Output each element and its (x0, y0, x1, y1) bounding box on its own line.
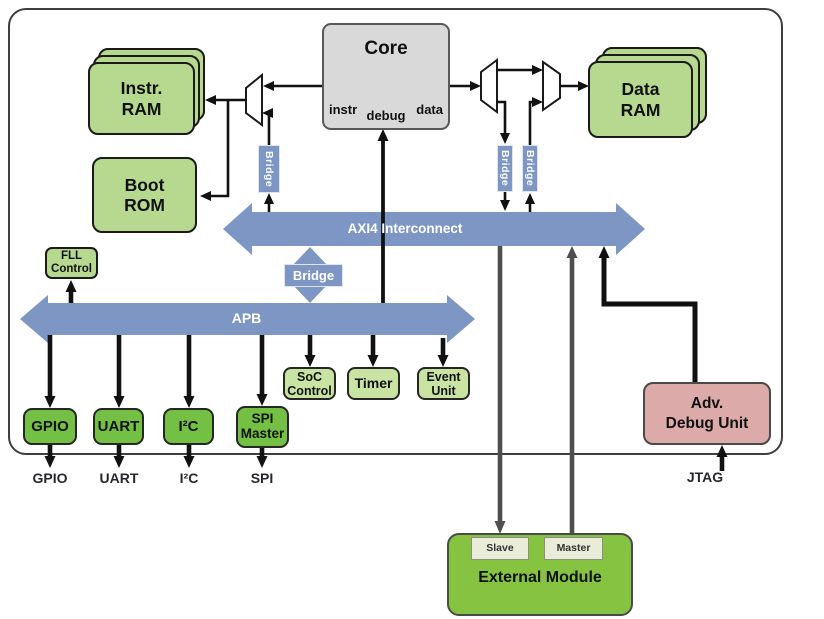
data-ram-block: Data RAM (588, 61, 693, 138)
gpio-block: GPIO (23, 408, 77, 445)
fll-label-line1: FLL (60, 249, 83, 262)
arrow-slave-down (494, 521, 506, 534)
apb-bus-arrow (20, 295, 475, 343)
arrow-uart-down (113, 396, 125, 408)
axi4-bus-arrow (223, 203, 645, 255)
arrow-bridge0-mux (262, 108, 273, 118)
arrow-event-down (437, 355, 449, 367)
arrow-uart-pin (113, 456, 125, 468)
boot-rom-block: Boot ROM (92, 157, 197, 233)
arrow-bridge0-up (264, 193, 274, 204)
instr-ram-label-line2: RAM (121, 98, 162, 119)
arrow-spi-down (256, 394, 268, 406)
pin-label-uart: UART (99, 470, 139, 486)
core-port-instr: instr (329, 102, 358, 117)
instr-ram-block: Instr. RAM (88, 62, 195, 135)
instr-mux (245, 72, 263, 127)
event-label-line2: Unit (431, 383, 456, 398)
soc-control-block: SoC Control (283, 367, 336, 400)
event-unit-block: Event Unit (417, 367, 470, 400)
arrow-data-ram (578, 81, 589, 91)
core-block: Core instr data debug (322, 23, 450, 130)
gpio-label: GPIO (31, 417, 69, 435)
data-ram-label-line2: RAM (620, 99, 661, 120)
external-module-slave-port: Slave (471, 537, 529, 560)
spi-master-block: SPI Master (236, 406, 289, 448)
core-title: Core (364, 38, 408, 59)
wire-demux-to-bridgeA (497, 100, 507, 135)
slave-label: Slave (486, 542, 514, 555)
wire-advdbg-to-axi (601, 257, 698, 382)
arrow-jtag-up (716, 445, 728, 457)
arrow-bridgeB-up (525, 193, 535, 204)
boot-rom-label-line2: ROM (124, 195, 165, 215)
arrow-mux2-bottom (532, 97, 543, 107)
data-ram-label-line1: Data (621, 79, 660, 100)
event-label-line1: Event (426, 369, 461, 384)
spi-label-line1: SPI (251, 411, 274, 427)
data-demux (480, 58, 498, 114)
master-label: Master (556, 542, 591, 555)
arrow-instr-ram (205, 95, 216, 105)
pin-label-jtag: JTAG (686, 469, 724, 485)
arrow-advdbg-up (598, 246, 610, 258)
pin-label-i2c: I²C (179, 470, 199, 486)
axi4-bus-label: AXI4 Interconnect (347, 221, 463, 236)
i2c-label: I²C (178, 417, 199, 435)
bridge-data-in-box: Bridge (522, 145, 538, 192)
external-module-title: External Module (478, 569, 602, 586)
arrow-axi-down (500, 200, 510, 211)
arrow-gpio-pin (44, 456, 56, 468)
arrow-timer-down (367, 355, 379, 367)
bridge-instr-box: Bridge (258, 145, 280, 193)
axi-apb-bridge-label: Bridge (284, 264, 343, 287)
timer-block: Timer (347, 367, 400, 400)
wire-bridgeB-to-mux (528, 100, 533, 145)
pin-label-gpio: GPIO (32, 470, 68, 486)
arrow-fll-up (65, 280, 77, 292)
wire-bridge0-to-mux (267, 111, 272, 148)
adv-debug-unit-block: Adv. Debug Unit (643, 382, 771, 445)
arrow-mux2-top (532, 65, 543, 75)
arrow-bridgeA-down (500, 133, 510, 144)
uart-block: UART (93, 408, 144, 445)
pin-label-spi: SPI (250, 470, 274, 486)
uart-label: UART (97, 417, 140, 435)
arrow-gpio-down (44, 396, 56, 408)
adv-debug-label-line2: Debug Unit (665, 414, 749, 432)
arrow-master-up (566, 246, 578, 258)
external-module-block: Slave Master External Module (447, 533, 633, 616)
bridge-data-out-box: Bridge (497, 145, 513, 192)
boot-rom-label-line1: Boot (124, 174, 165, 195)
arrow-debug-up (377, 129, 389, 141)
arrow-spi-pin (256, 456, 268, 468)
fll-label-line2: Control (51, 263, 92, 275)
i2c-block: I²C (163, 408, 214, 445)
data-mux (542, 60, 561, 112)
soc-label-line2: Control (287, 383, 332, 398)
wire-boot-rom-branch (211, 100, 230, 198)
adv-debug-label-line1: Adv. (690, 395, 724, 413)
core-port-data: data (416, 102, 443, 117)
apb-bus-label: APB (231, 310, 262, 326)
arrow-data-demux (470, 81, 481, 91)
external-module-master-port: Master (544, 537, 603, 560)
timer-label: Timer (354, 374, 393, 391)
fll-control-block: FLL Control (45, 247, 98, 279)
spi-label-line2: Master (240, 426, 285, 441)
soc-label-line1: SoC (297, 369, 322, 384)
arrow-boot-rom (200, 191, 211, 201)
arrow-i2c-pin (183, 456, 195, 468)
arrow-instr-mux (263, 81, 274, 91)
arrow-soc-down (304, 355, 316, 367)
core-port-debug: debug (366, 107, 406, 123)
arrow-i2c-down (183, 396, 195, 408)
instr-ram-label-line1: Instr. (120, 78, 163, 99)
